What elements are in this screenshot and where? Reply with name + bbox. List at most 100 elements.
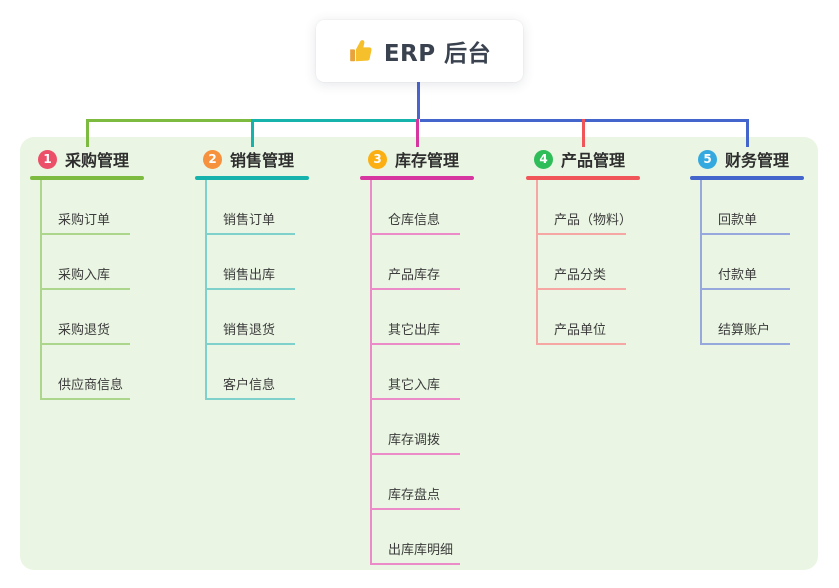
child-node-label: 销售出库 bbox=[223, 268, 276, 283]
branch-node-label: 库存管理 bbox=[395, 151, 460, 170]
root-node-label: ERP 后台 bbox=[383, 41, 492, 67]
branch-spine-line bbox=[40, 180, 42, 400]
root-node[interactable]: ERP 后台 bbox=[316, 20, 523, 82]
child-node[interactable]: 产品单位 bbox=[526, 290, 640, 345]
child-underline bbox=[536, 233, 626, 235]
branch-badge: 5 bbox=[698, 149, 717, 169]
branch-node-label: 采购管理 bbox=[65, 151, 130, 170]
connector-line bbox=[251, 119, 254, 147]
child-node-label: 回款单 bbox=[718, 213, 758, 228]
branch-node[interactable]: 2 销售管理 bbox=[195, 146, 309, 172]
child-underline bbox=[205, 288, 295, 290]
child-underline bbox=[40, 288, 130, 290]
child-node-label: 库存调拨 bbox=[388, 433, 441, 448]
child-underline bbox=[205, 398, 295, 400]
child-node[interactable]: 采购订单 bbox=[30, 180, 144, 235]
branch-node[interactable]: 4 产品管理 bbox=[526, 146, 640, 172]
branch-column: 5 财务管理 回款单 付款单 结算账户 bbox=[690, 146, 804, 345]
child-node-label: 产品分类 bbox=[554, 268, 607, 283]
thumbs-up-icon bbox=[350, 40, 372, 62]
branch-underline bbox=[195, 176, 309, 180]
child-node[interactable]: 销售退货 bbox=[195, 290, 309, 345]
child-node[interactable]: 仓库信息 bbox=[360, 180, 474, 235]
child-node[interactable]: 出库库明细 bbox=[360, 510, 474, 565]
child-node[interactable]: 库存调拨 bbox=[360, 400, 474, 455]
branch-column: 2 销售管理 销售订单 销售出库 销售退货 客户信息 bbox=[195, 146, 309, 400]
branch-children: 销售订单 销售出库 销售退货 客户信息 bbox=[195, 180, 309, 400]
child-node[interactable]: 产品分类 bbox=[526, 235, 640, 290]
child-underline bbox=[370, 453, 460, 455]
branch-node[interactable]: 1 采购管理 bbox=[30, 146, 144, 172]
branch-underline bbox=[30, 176, 144, 180]
branch-column: 1 采购管理 采购订单 采购入库 采购退货 供应商信息 bbox=[30, 146, 144, 400]
child-node[interactable]: 其它入库 bbox=[360, 345, 474, 400]
child-underline bbox=[370, 233, 460, 235]
connector-line bbox=[252, 119, 418, 122]
child-underline bbox=[40, 343, 130, 345]
child-node[interactable]: 其它出库 bbox=[360, 290, 474, 345]
child-node[interactable]: 库存盘点 bbox=[360, 455, 474, 510]
branch-node[interactable]: 5 财务管理 bbox=[690, 146, 804, 172]
child-node-label: 产品库存 bbox=[388, 268, 441, 283]
child-node[interactable]: 付款单 bbox=[690, 235, 804, 290]
branch-node-label: 产品管理 bbox=[561, 151, 626, 170]
child-node-label: 结算账户 bbox=[718, 323, 771, 338]
connector-line bbox=[417, 82, 420, 119]
child-node-label: 其它出库 bbox=[388, 323, 441, 338]
child-node-label: 采购退货 bbox=[58, 323, 111, 338]
branch-spine-line bbox=[370, 180, 372, 565]
branch-badge: 4 bbox=[534, 149, 553, 169]
child-node[interactable]: 采购退货 bbox=[30, 290, 144, 345]
branch-children: 采购订单 采购入库 采购退货 供应商信息 bbox=[30, 180, 144, 400]
child-node-label: 采购订单 bbox=[58, 213, 111, 228]
branch-column: 3 库存管理 仓库信息 产品库存 其它出库 其它入库 库存调拨 库存盘点 出库库… bbox=[360, 146, 474, 565]
branch-children: 产品（物料） 产品分类 产品单位 bbox=[526, 180, 640, 345]
branch-badge: 1 bbox=[38, 149, 57, 169]
branch-badge: 2 bbox=[203, 149, 222, 169]
child-node-label: 采购入库 bbox=[58, 268, 111, 283]
child-node[interactable]: 产品（物料） bbox=[526, 180, 640, 235]
child-underline bbox=[370, 398, 460, 400]
branch-column: 4 产品管理 产品（物料） 产品分类 产品单位 bbox=[526, 146, 640, 345]
child-node-label: 客户信息 bbox=[223, 378, 276, 393]
child-node[interactable]: 采购入库 bbox=[30, 235, 144, 290]
branches-panel bbox=[20, 137, 818, 570]
child-node-label: 销售订单 bbox=[223, 213, 276, 228]
child-node[interactable]: 结算账户 bbox=[690, 290, 804, 345]
child-node-label: 供应商信息 bbox=[58, 378, 124, 393]
branch-underline bbox=[526, 176, 640, 180]
child-node-label: 出库库明细 bbox=[388, 543, 454, 558]
branch-badge: 3 bbox=[368, 149, 387, 169]
child-underline bbox=[370, 343, 460, 345]
child-underline bbox=[370, 563, 460, 565]
child-underline bbox=[40, 398, 130, 400]
connector-line bbox=[582, 119, 585, 147]
connector-line bbox=[86, 119, 253, 122]
child-underline bbox=[536, 343, 626, 345]
child-node[interactable]: 回款单 bbox=[690, 180, 804, 235]
child-node[interactable]: 供应商信息 bbox=[30, 345, 144, 400]
child-node-label: 产品（物料） bbox=[554, 213, 633, 228]
branch-underline bbox=[690, 176, 804, 180]
child-underline bbox=[700, 233, 790, 235]
branch-children: 仓库信息 产品库存 其它出库 其它入库 库存调拨 库存盘点 出库库明细 bbox=[360, 180, 474, 565]
child-underline bbox=[370, 288, 460, 290]
child-underline bbox=[205, 233, 295, 235]
child-underline bbox=[700, 288, 790, 290]
branch-spine-line bbox=[205, 180, 207, 400]
child-node-label: 产品单位 bbox=[554, 323, 607, 338]
child-underline bbox=[40, 233, 130, 235]
child-node[interactable]: 产品库存 bbox=[360, 235, 474, 290]
connector-line bbox=[86, 119, 89, 147]
child-node-label: 仓库信息 bbox=[388, 213, 441, 228]
branch-node-label: 销售管理 bbox=[230, 151, 295, 170]
child-underline bbox=[536, 288, 626, 290]
connector-line bbox=[416, 119, 419, 147]
child-node[interactable]: 客户信息 bbox=[195, 345, 309, 400]
child-node[interactable]: 销售出库 bbox=[195, 235, 309, 290]
branch-children: 回款单 付款单 结算账户 bbox=[690, 180, 804, 345]
child-node[interactable]: 销售订单 bbox=[195, 180, 309, 235]
branch-node-label: 财务管理 bbox=[725, 151, 790, 170]
branch-node[interactable]: 3 库存管理 bbox=[360, 146, 474, 172]
child-underline bbox=[370, 508, 460, 510]
